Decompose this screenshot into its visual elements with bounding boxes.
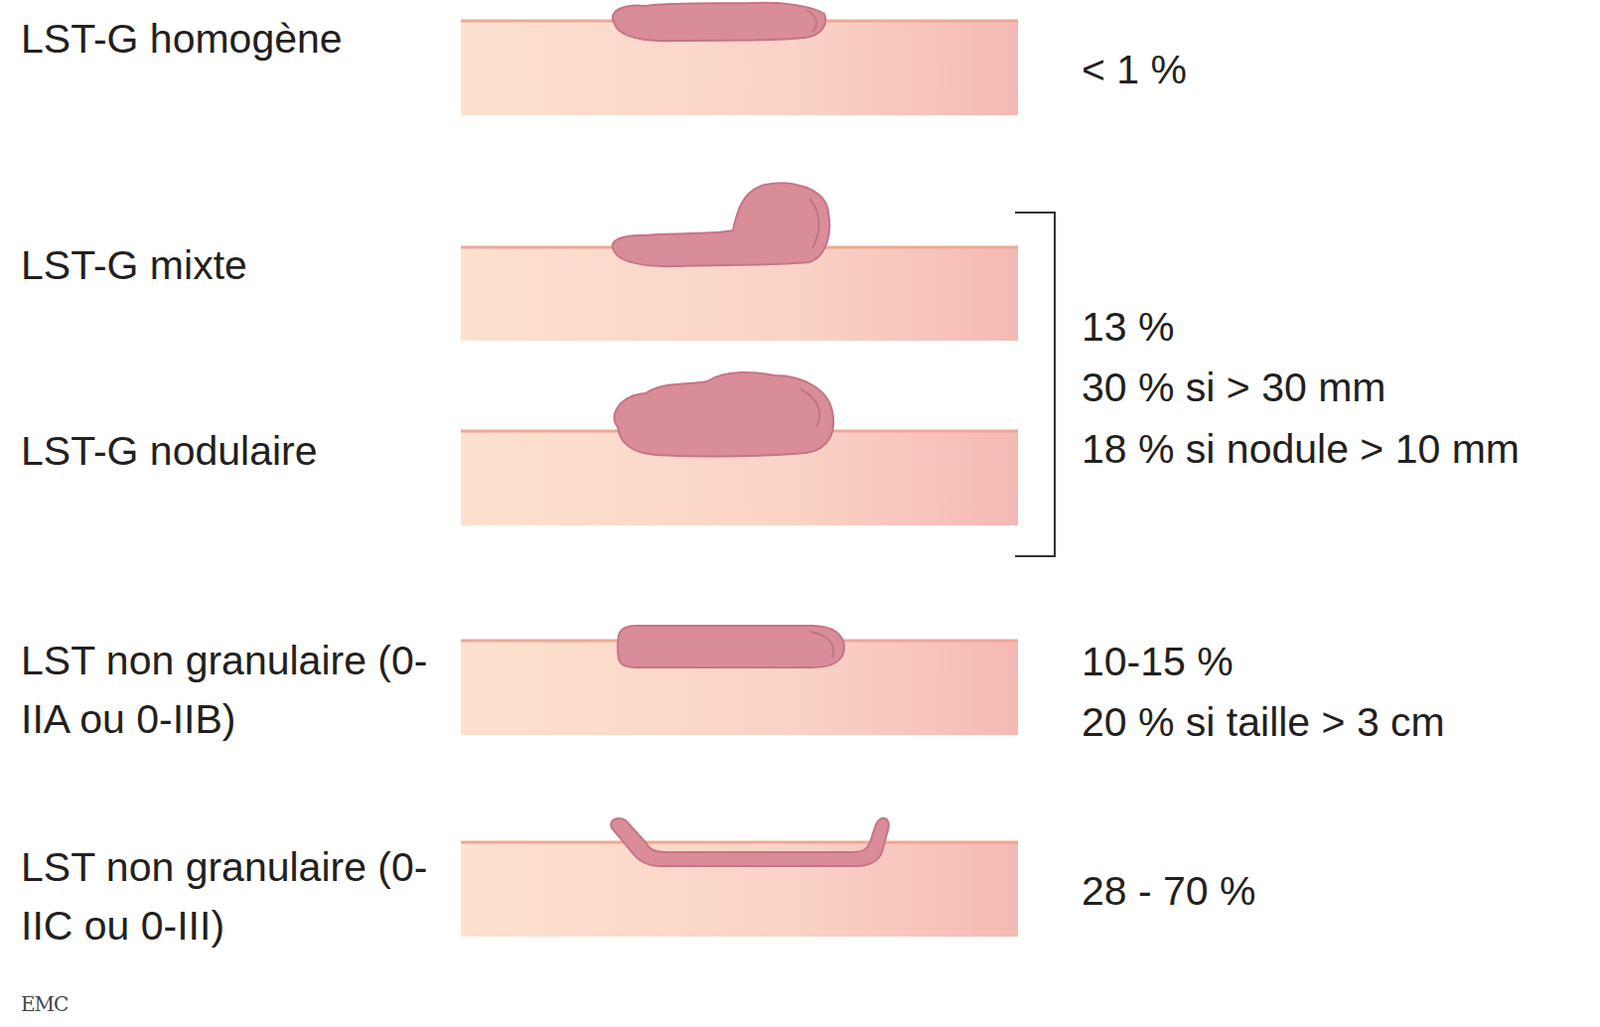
mucosa-band (460, 20, 1019, 937)
row-label: LST non granulaire (0-IIC ou 0-III) (20, 838, 448, 956)
percentage: 10-15 % (1081, 632, 1234, 692)
lesion (610, 2, 889, 867)
lesion-shading (800, 9, 834, 658)
percentage: 20 % si taille > 3 cm (1081, 693, 1446, 752)
row-label: LST-G nodulaire (20, 422, 318, 481)
percentage: < 1 % (1081, 40, 1187, 100)
watermark: EMC (20, 993, 68, 1016)
percentage: 28 - 70 % (1081, 862, 1257, 921)
row-label: LST non granulaire (0-IIA ou 0-IIB) (20, 631, 448, 749)
bracket (1015, 212, 1055, 557)
row-label: LST-G homogène (20, 9, 343, 69)
percentage: 18 % si nodule > 10 mm (1081, 420, 1520, 479)
mucosa-surface (460, 20, 1019, 843)
row-label: LST-G mixte (20, 236, 248, 295)
percentage: 30 % si > 30 mm (1081, 358, 1386, 418)
percentage: 13 % (1081, 297, 1174, 357)
